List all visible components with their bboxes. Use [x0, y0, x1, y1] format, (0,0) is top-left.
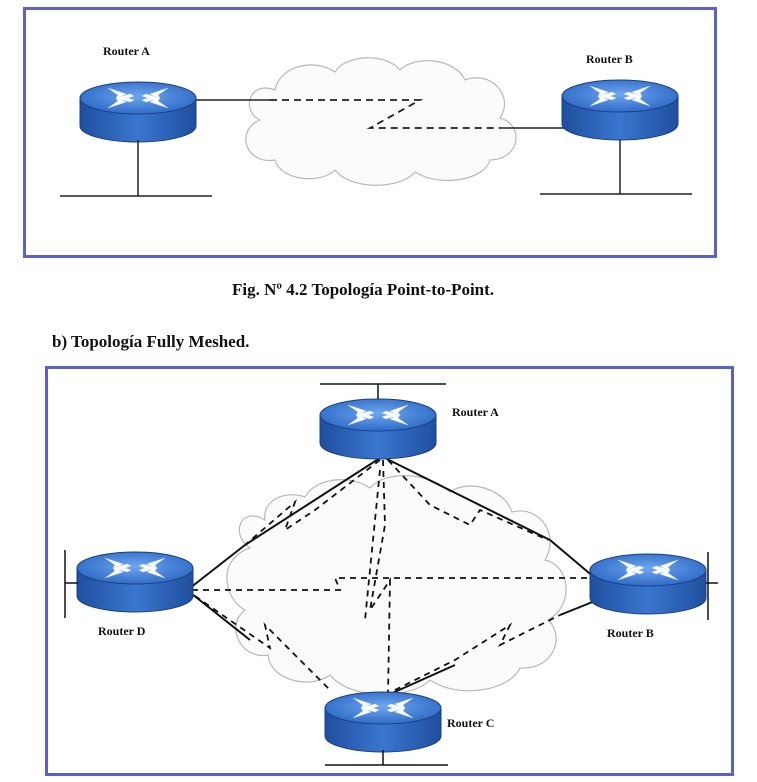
virtual-circuit [270, 99, 500, 129]
router-b-label: Router B [586, 52, 633, 66]
router-d-label: Router D [98, 624, 146, 638]
router-a-label: Router A [452, 405, 499, 419]
router-b-icon [589, 553, 707, 615]
figure-caption: Fig. Nº 4.2 Topología Point-to-Point. [232, 280, 495, 299]
cloud-mesh [226, 475, 567, 696]
router-c-label: Router C [447, 716, 495, 730]
router-c-icon [324, 691, 442, 753]
router-d-icon [76, 551, 194, 613]
section-heading: b) Topología Fully Meshed. [52, 332, 250, 351]
router-b-icon [561, 79, 679, 141]
router-b-label: Router B [607, 626, 654, 640]
router-a-icon [319, 398, 437, 460]
router-a-icon [79, 81, 197, 143]
router-a-label: Router A [103, 44, 150, 58]
